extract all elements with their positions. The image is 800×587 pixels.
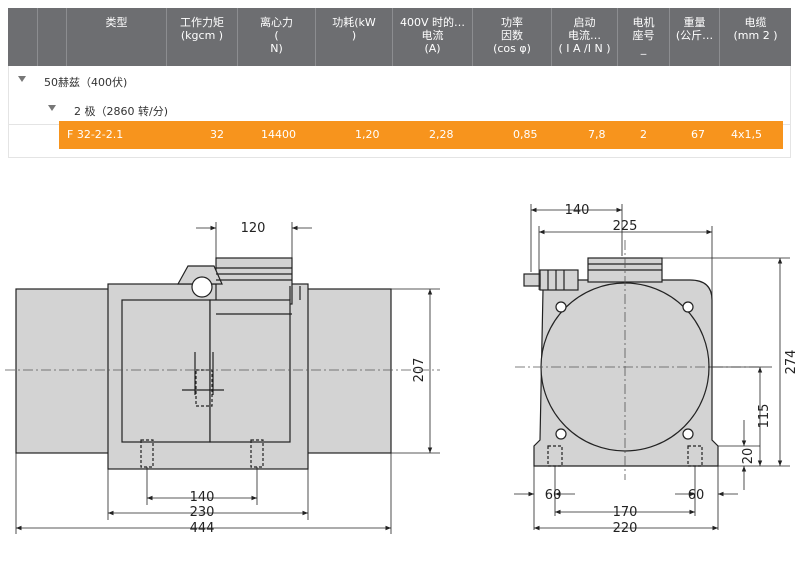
cell-motor-frame: 2 <box>640 128 647 141</box>
dim-140-front: 140 <box>190 490 215 505</box>
dim-225: 225 <box>613 219 638 234</box>
cable-gland <box>539 269 579 291</box>
header-current[interactable]: 400V 时的… 电流 (A) <box>393 8 473 66</box>
header-torque[interactable]: 工作力矩 (kgcm ) <box>167 8 238 66</box>
bolt-icon <box>555 428 567 440</box>
spec-table: 类型 工作力矩 (kgcm ) 离心力 ( N) 功耗(kW ) 400V 时的… <box>8 8 791 125</box>
header-power-factor[interactable]: 功率 因数 (cos φ) <box>473 8 552 66</box>
cell-torque: 32 <box>210 128 224 141</box>
bolt-icon <box>682 301 694 313</box>
front-panel-left <box>121 299 211 443</box>
front-dimensions <box>15 222 440 534</box>
cable-entry <box>523 273 541 287</box>
dim-207: 207 <box>412 358 427 383</box>
dim-274: 274 <box>784 350 799 375</box>
terminal-box <box>215 257 293 305</box>
dim-230: 230 <box>190 505 215 520</box>
lifting-eye-hole <box>191 276 213 298</box>
header-power[interactable]: 功耗(kW ) <box>316 8 393 66</box>
left-end-cover <box>15 288 122 454</box>
cell-current: 2,28 <box>429 128 454 141</box>
cell-starting-current: 7,8 <box>588 128 606 141</box>
cell-power: 1,20 <box>355 128 380 141</box>
table-header: 类型 工作力矩 (kgcm ) 离心力 ( N) 功耗(kW ) 400V 时的… <box>8 8 791 66</box>
subgroup-row[interactable]: 2 极（2860 转/分) <box>8 95 791 125</box>
collapse-triangle-icon[interactable] <box>18 76 26 82</box>
header-force[interactable]: 离心力 ( N) <box>238 8 316 66</box>
side-view <box>523 257 719 467</box>
front-view <box>15 257 392 470</box>
cell-weight: 67 <box>691 128 705 141</box>
dim-60-left: 60 <box>545 488 562 503</box>
cell-force: 14400 <box>261 128 296 141</box>
dim-220: 220 <box>613 521 638 536</box>
header-spacer-1 <box>8 8 38 66</box>
cell-power-factor: 0,85 <box>513 128 538 141</box>
group-label: 50赫兹（400伏) <box>44 76 128 89</box>
header-type[interactable]: 类型 <box>67 8 167 66</box>
collapse-triangle-icon[interactable] <box>48 105 56 111</box>
cell-type: F 32-2-2.1 <box>67 128 124 141</box>
header-cable[interactable]: 电缆 (mm 2 ) <box>733 16 778 42</box>
bolt-icon <box>682 428 694 440</box>
subgroup-label: 2 极（2860 转/分) <box>74 105 168 118</box>
side-dimensions <box>514 204 790 531</box>
dim-170: 170 <box>613 505 638 520</box>
header-weight[interactable]: 重量 (公斤… <box>670 8 720 66</box>
bolt-icon <box>555 301 567 313</box>
dim-20: 20 <box>741 448 756 465</box>
header-motor-frame[interactable]: 电机 座号 _ <box>618 8 670 66</box>
dim-60-right: 60 <box>688 488 705 503</box>
dim-115: 115 <box>757 404 772 429</box>
header-spacer-2 <box>38 8 67 66</box>
cell-cable: 4x1,5 <box>731 128 763 141</box>
right-end-cover <box>293 288 392 454</box>
dim-120: 120 <box>241 221 266 236</box>
dim-140-side: 140 <box>565 203 590 218</box>
front-panel-right <box>209 299 291 443</box>
dim-444: 444 <box>190 521 215 536</box>
header-starting-current[interactable]: 启动 电流… ( I A /I N ) <box>552 8 618 66</box>
table-row[interactable]: F 32-2-2.1 32 14400 1,20 2,28 0,85 7,8 2… <box>59 121 783 149</box>
